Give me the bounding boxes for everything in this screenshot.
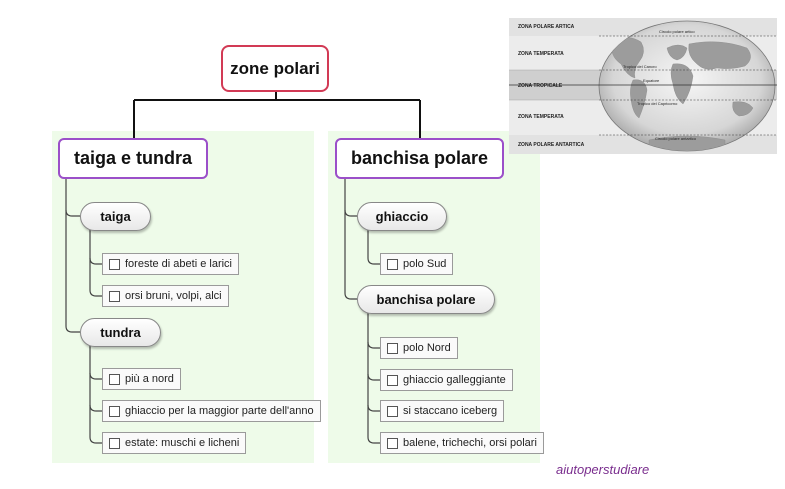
checkbox-icon[interactable]	[387, 437, 398, 449]
leaf-item[interactable]: orsi bruni, volpi, alci	[102, 285, 229, 307]
leaf-item[interactable]: si staccano iceberg	[380, 400, 505, 422]
line-label: Circolo polare artico	[659, 29, 695, 34]
group-banchisa-polare[interactable]: banchisa polare	[357, 285, 495, 314]
climate-zones-map: ZONA POLARE ARTICA ZONA TEMPERATA ZONA T…	[509, 18, 777, 154]
leaf-item[interactable]: ghiaccio per la maggior parte dell'anno	[102, 400, 321, 422]
line-label: Tropico del Capricorno	[637, 101, 678, 106]
checkbox-icon[interactable]	[109, 290, 120, 302]
group-taiga[interactable]: taiga	[80, 202, 151, 231]
credit-text: aiutoperstudiare	[556, 462, 650, 477]
line-label: Circolo polare antartico	[655, 136, 697, 141]
zone-label: ZONA TEMPERATA	[518, 51, 564, 57]
line-label: Tropico del Cancro	[623, 64, 657, 69]
root-node[interactable]: zone polari	[221, 45, 329, 92]
zone-label: ZONA TEMPERATA	[518, 114, 564, 120]
group-ghiaccio[interactable]: ghiaccio	[357, 202, 447, 231]
checkbox-icon[interactable]	[109, 405, 120, 417]
zone-label: ZONA POLARE ARTICA	[518, 24, 575, 30]
leaf-item[interactable]: più a nord	[102, 368, 181, 390]
leaf-item[interactable]: balene, trichechi, orsi polari	[380, 432, 544, 454]
zone-label: ZONA TROPICALE	[518, 83, 563, 89]
checkbox-icon[interactable]	[109, 437, 120, 449]
branch-banchisa-polare[interactable]: banchisa polare	[335, 138, 504, 179]
checkbox-icon[interactable]	[109, 258, 120, 270]
zone-label: ZONA POLARE ANTARTICA	[518, 142, 585, 148]
leaf-item[interactable]: foreste di abeti e larici	[102, 253, 239, 275]
checkbox-icon[interactable]	[387, 258, 398, 270]
branch-taiga-tundra[interactable]: taiga e tundra	[58, 138, 208, 179]
checkbox-icon[interactable]	[109, 373, 120, 385]
group-tundra[interactable]: tundra	[80, 318, 161, 347]
leaf-item[interactable]: estate: muschi e licheni	[102, 432, 247, 454]
checkbox-icon[interactable]	[387, 342, 398, 354]
checkbox-icon[interactable]	[387, 374, 398, 386]
leaf-item[interactable]: ghiaccio galleggiante	[380, 369, 513, 391]
leaf-item[interactable]: polo Nord	[380, 337, 458, 359]
line-label: Equatore	[643, 78, 660, 83]
leaf-item[interactable]: polo Sud	[380, 253, 454, 275]
checkbox-icon[interactable]	[387, 405, 398, 417]
